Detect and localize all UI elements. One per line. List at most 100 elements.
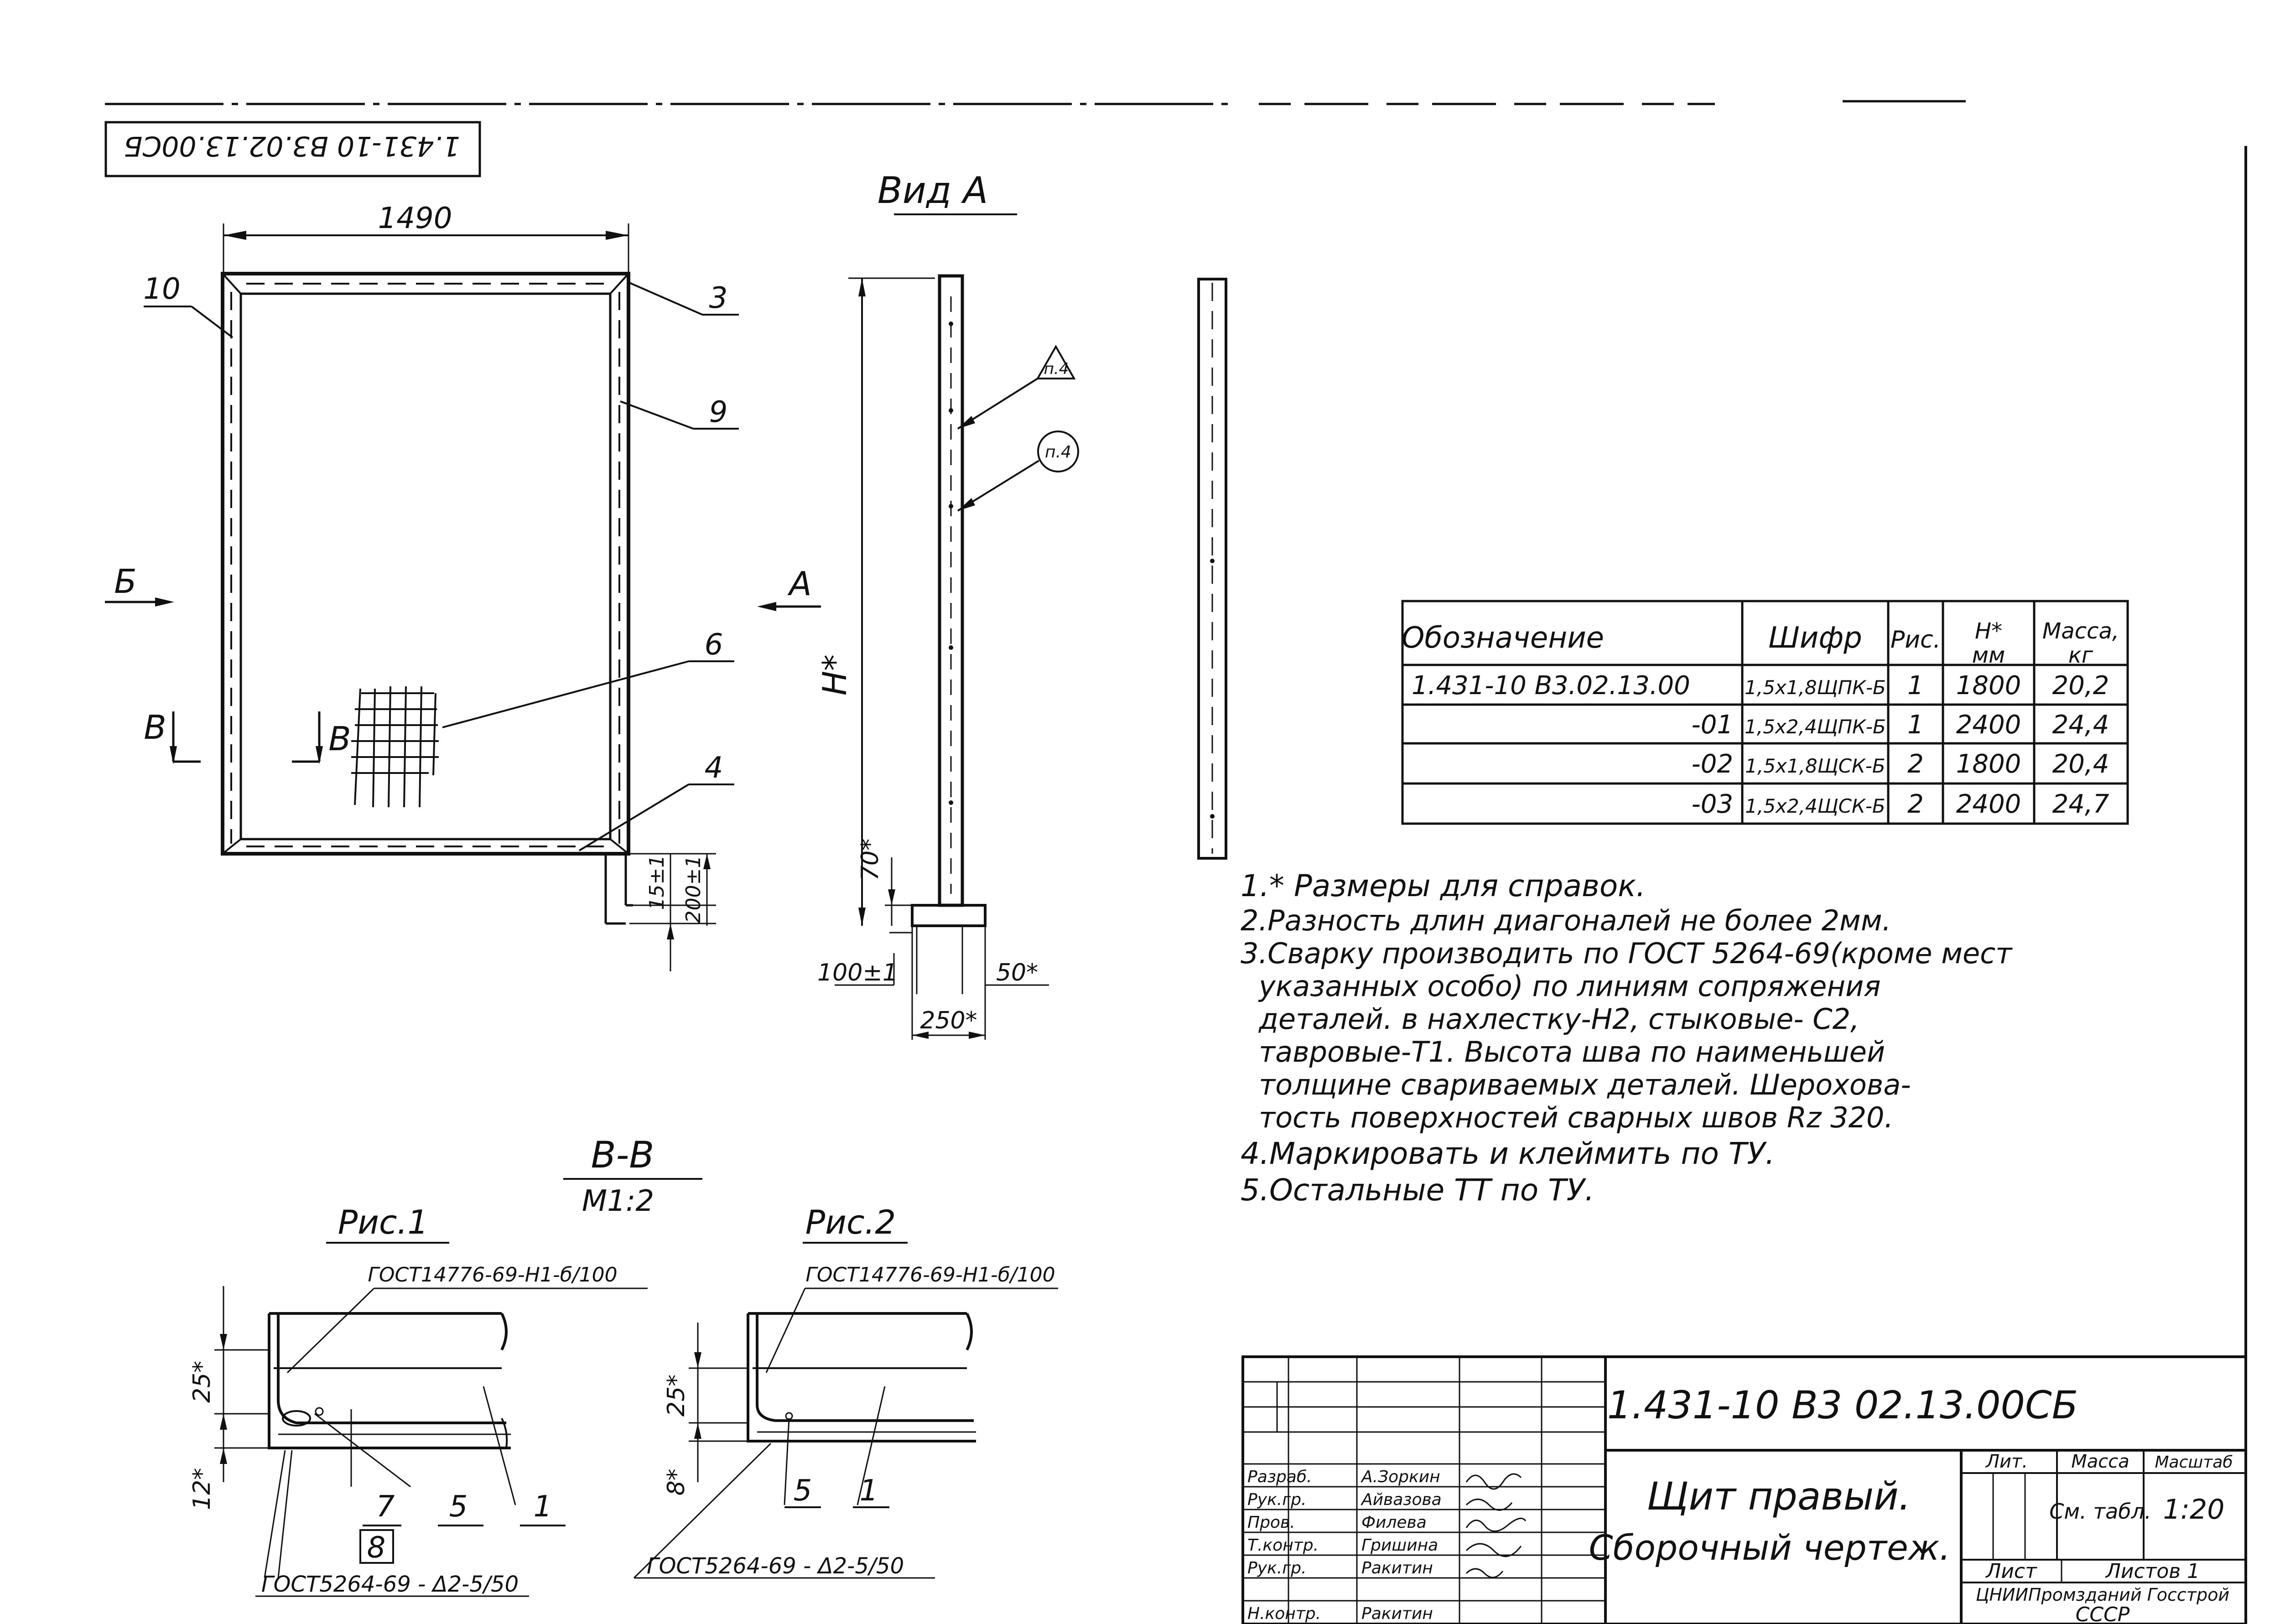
h-label: Н* [815,654,854,695]
section-bb: В-В М1:2 [563,1134,702,1218]
title-block: Разраб. А.Зоркин Рук.гр. Айвазова Пров. … [1241,1355,2247,1624]
row3-mass: 24,7 [2052,789,2109,819]
stamp-box: 1.431-10 В3.02.13.00СБ [104,121,481,177]
row0-designation: 1.431-10 В3.02.13.00 [1412,671,1690,700]
view-a-title: Вид А [878,169,988,212]
col-designation: Обозначение [1402,621,1604,655]
row1-code: 1,5х2,4ЩПК-Б [1745,716,1886,738]
callout-3: 3 [709,281,728,315]
edge-view [1197,278,1227,860]
row2-code: 1,5х1,8ЩСК-Б [1745,755,1885,777]
role-label: Рук.гр. [1247,1490,1306,1509]
row3-designation: -03 [1692,789,1733,819]
technical-notes: 1.* Размеры для справок. 2.Разность длин… [1241,868,2013,1208]
fig1-gost-top: ГОСТ14776-69-Н1-б/100 [368,1263,617,1287]
arrow-a-label: А [787,565,811,603]
title-name-1: Щит правый. [1647,1474,1911,1519]
weld-triangle-label: п.4 [1044,360,1069,378]
col-fig: Рис. [1890,626,1941,654]
arrow-b-label: Б [114,562,136,601]
callout-4: 4 [705,751,723,785]
note-line: деталей. в нахлестку-Н2, стыковые- С2, [1258,1002,1859,1036]
fig2-part-1: 1 [860,1474,878,1508]
fig2-part-5: 5 [794,1474,812,1508]
fig2-gost-top: ГОСТ14776-69-Н1-б/100 [805,1263,1055,1287]
mesh-detail [351,686,439,808]
role-name: Филева [1361,1513,1427,1532]
dim-50: 50* [996,959,1038,986]
cut-v-mesh: В [328,720,351,758]
fig2-title: Рис.2 [805,1203,896,1241]
note-line: 5.Остальные ТТ по ТУ. [1241,1173,1594,1208]
variant-table: Обозначение Шифр Рис. Н*мм Масса,кг 1.43… [1401,600,2129,825]
role-name: Гришина [1361,1536,1438,1555]
fig1-title: Рис.1 [338,1203,429,1241]
dim-100: 100±1 [817,959,898,986]
row1-fig: 1 [1907,710,1924,740]
role-name: Айвазова [1361,1490,1442,1509]
dim-200: 200±1 [682,856,705,924]
row2-fig: 2 [1907,749,1924,779]
row0-code: 1,5х1,8ЩПК-Б [1745,676,1886,699]
row1-h: 2400 [1956,710,2021,740]
role-name: Ракитин [1361,1604,1433,1623]
org-line-2: СССР [2076,1603,2130,1624]
title-name-2: Сборочный чертеж. [1589,1527,1951,1568]
scale-label: Масштаб [2155,1453,2233,1472]
dim-15: 15±1 [645,855,669,910]
callout-9: 9 [709,395,728,429]
row3-fig: 2 [1907,789,1924,819]
note-line: тавровые-Т1. Высота шва по наименьшей [1259,1035,1885,1069]
weld-circle-label: п.4 [1045,443,1071,462]
row3-code: 1,5х2,4ЩСК-Б [1745,795,1885,817]
cut-v-left: В [144,708,166,747]
fig1-part-1: 1 [534,1490,552,1524]
row1-designation: -01 [1692,710,1733,740]
note-line: 3.Сварку производить по ГОСТ 5264-69(кро… [1241,937,2013,970]
lit-label: Лит. [1985,1451,2028,1472]
row0-mass: 20,2 [2052,671,2109,700]
sheets-label: Листов 1 [2105,1560,2200,1583]
fig2-dim-8: 8* [663,1468,690,1495]
role-label: Разраб. [1247,1468,1312,1486]
scale-value: 1:20 [2163,1494,2225,1525]
fig2-dim-25: 25* [663,1375,690,1416]
dim-70: 70* [857,839,884,881]
role-label: Пров. [1247,1513,1295,1532]
col-mass: Масса,кг [2042,618,2119,668]
col-code: Шифр [1768,621,1862,655]
role-name: Ракитин [1361,1559,1433,1577]
callout-10: 10 [143,272,180,306]
section-title: В-В [591,1134,654,1176]
fig2: Рис.2 ГОСТ14776-69-Н1-б/100 25* 8* [633,1203,1058,1579]
role-label: Н.контр. [1247,1604,1321,1623]
fig1-part-8: 8 [367,1531,386,1565]
row1-mass: 24,4 [2052,710,2109,740]
row0-fig: 1 [1907,671,1924,700]
section-scale: М1:2 [582,1184,654,1218]
callout-6: 6 [705,628,723,662]
fig1-part-7: 7 [376,1490,395,1524]
width-dimension: 1490 [378,202,452,235]
fig1-dim-12: 12* [188,1468,216,1510]
fig1-dim-25: 25* [188,1361,216,1403]
role-name: А.Зоркин [1361,1468,1440,1486]
fig1-gost-bottom: ГОСТ5264-69 - Δ2-5/50 [261,1572,519,1597]
row0-h: 1800 [1956,671,2021,700]
row3-h: 2400 [1956,789,2021,819]
note-line: указанных особо) по линиям сопряжения [1258,970,1881,1003]
role-label: Рук.гр. [1247,1559,1306,1577]
note-line: 4.Маркировать и клеймить по ТУ. [1241,1136,1775,1171]
dim-250: 250* [920,1007,977,1034]
title-block-code: 1.431-10 В3 02.13.00СБ [1607,1383,2078,1427]
note-line: тость поверхностей сварных швов Rz 320. [1259,1101,1893,1134]
view-a: Вид А Н* 70* 100±1 50* [757,169,1079,1040]
fig1-part-5: 5 [449,1490,468,1524]
fig2-gost-bottom: ГОСТ5264-69 - Δ2-5/50 [647,1553,904,1579]
col-h: Н*мм [1972,618,2005,668]
note-line: толщине свариваемых деталей. Шерохова- [1259,1068,1911,1101]
sheet-label: Лист [1985,1560,2037,1583]
front-view: 1490 [105,202,739,971]
row2-mass: 20,4 [2052,749,2109,779]
